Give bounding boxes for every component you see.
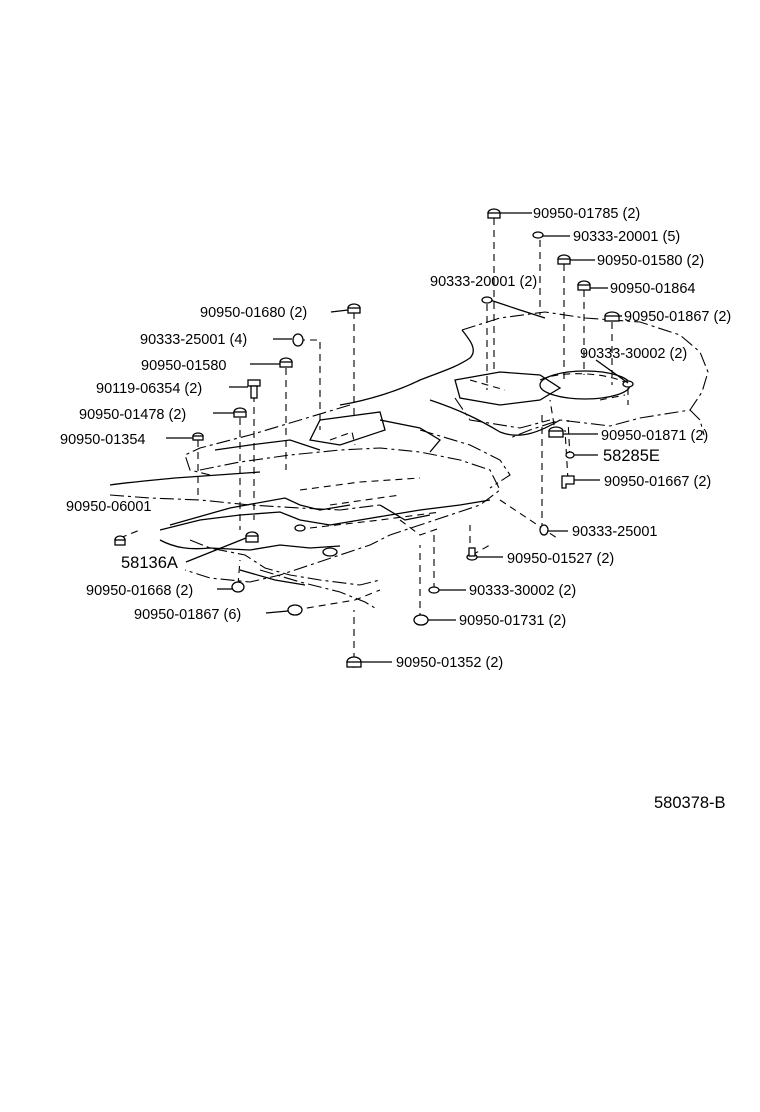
part-label: 90950-01667 (2) bbox=[604, 474, 711, 490]
part-label: 58285E bbox=[603, 447, 660, 465]
plug-icon-base bbox=[346, 661, 362, 668]
part-label: 90950-01352 (2) bbox=[396, 655, 503, 671]
plug-icon-stem bbox=[468, 547, 476, 557]
plug-icon-base bbox=[114, 539, 126, 546]
part-label: 90333-25001 (4) bbox=[140, 332, 247, 348]
seal-icon bbox=[561, 475, 575, 489]
hole-plug-icon bbox=[622, 380, 634, 388]
plug-icon-base bbox=[548, 430, 564, 438]
plug-icon-base bbox=[233, 411, 247, 418]
plug-icon-base bbox=[192, 435, 204, 441]
part-label: 90950-01864 bbox=[610, 281, 695, 297]
hole-plug-icon bbox=[539, 524, 549, 536]
part-label: 90950-01580 (2) bbox=[597, 253, 704, 269]
floor-pan-outline bbox=[109, 299, 709, 609]
part-labels: 90950-01785 (2) 90333-20001 (5) 90950-01… bbox=[60, 206, 731, 671]
part-label: 90333-30002 (2) bbox=[580, 346, 687, 362]
hole-plug-icon bbox=[481, 296, 493, 304]
part-label: 90333-20001 (5) bbox=[573, 229, 680, 245]
hole-plug-icon bbox=[565, 451, 575, 459]
part-label: 90950-01731 (2) bbox=[459, 613, 566, 629]
hole-plug-icon bbox=[428, 586, 440, 594]
plug-icon-base bbox=[557, 258, 571, 265]
part-label: 90950-06001 bbox=[66, 499, 151, 515]
hole-plug-icon bbox=[292, 333, 304, 347]
plug-icon-base bbox=[577, 284, 591, 291]
plug-icon-base bbox=[487, 212, 501, 219]
plug-icon-base bbox=[245, 535, 259, 543]
part-label: 58136A bbox=[121, 554, 178, 572]
part-label: 90950-01478 (2) bbox=[79, 407, 186, 423]
hole-plug-icon bbox=[532, 231, 544, 239]
part-label: 90950-01871 (2) bbox=[601, 428, 708, 444]
drawing-number: 580378-B bbox=[654, 794, 726, 812]
part-label: 90950-01867 (6) bbox=[134, 607, 241, 623]
plug-icon-base bbox=[347, 307, 361, 314]
part-label: 90333-25001 bbox=[572, 524, 657, 540]
part-label: 90950-01668 (2) bbox=[86, 583, 193, 599]
bolt-icon bbox=[247, 379, 261, 387]
bolt-shank-icon bbox=[250, 385, 258, 399]
plug-icon-base bbox=[604, 315, 620, 322]
part-label: 90333-20001 (2) bbox=[430, 274, 537, 290]
part-label: 90333-30002 (2) bbox=[469, 583, 576, 599]
plug-icon bbox=[413, 614, 429, 626]
part-label: 90950-01354 bbox=[60, 432, 145, 448]
plug-icon-base bbox=[279, 361, 293, 368]
plug-icon bbox=[231, 581, 245, 593]
label-leaders bbox=[166, 212, 629, 663]
part-label: 90950-01680 (2) bbox=[200, 305, 307, 321]
part-label: 90950-01867 (2) bbox=[624, 309, 731, 325]
part-label: 90950-01527 (2) bbox=[507, 551, 614, 567]
part-label: 90950-01785 (2) bbox=[533, 206, 640, 222]
part-label: 90950-01580 bbox=[141, 358, 226, 374]
part-symbols bbox=[114, 208, 634, 668]
plug-icon bbox=[287, 604, 303, 616]
part-label: 90119-06354 (2) bbox=[96, 381, 202, 397]
